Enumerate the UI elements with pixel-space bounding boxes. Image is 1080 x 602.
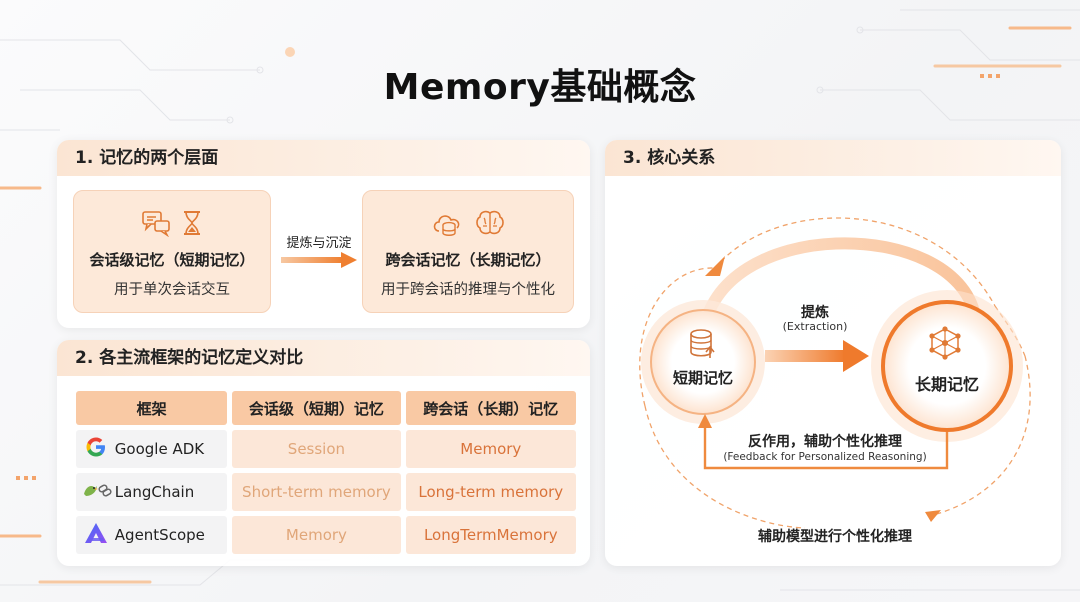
feedback-label: 反作用，辅助个性化推理 xyxy=(748,434,902,450)
distill-label: 提炼与沉淀 xyxy=(286,236,352,251)
feedback-sublabel: (Feedback for Personalized Reasoning) xyxy=(723,451,927,463)
framework-name: LangChain xyxy=(114,483,195,501)
panel-core-relationship: 3. 核心关系 xyxy=(605,140,1061,566)
brain-icon xyxy=(475,210,504,235)
panel-heading: 2. 各主流框架的记忆定义对比 xyxy=(57,340,590,376)
short-term-cell: Session xyxy=(232,430,401,468)
short-term-memory-desc: 用于单次会话交互 xyxy=(114,282,230,298)
database-upload-icon xyxy=(690,329,715,358)
table-row: AgentScope Memory LongTermMemory xyxy=(76,516,576,554)
right-arrow-icon xyxy=(281,252,357,268)
short-term-cell: Short-term memory xyxy=(232,473,401,511)
long-term-memory-title: 跨会话记忆（长期记忆） xyxy=(385,251,551,269)
table-row: Google ADK Session Memory xyxy=(76,430,576,468)
long-term-cell: Memory xyxy=(405,430,576,468)
long-term-memory-box: 跨会话记忆（长期记忆） 用于跨会话的推理与个性化 xyxy=(362,190,574,313)
framework-cell: LangChain xyxy=(76,473,228,511)
table-header-row: 框架 会话级（短期）记忆 跨会话（长期）记忆 xyxy=(76,391,576,425)
chat-bubbles-icon xyxy=(142,211,171,238)
framework-comparison-table: 框架 会话级（短期）记忆 跨会话（长期）记忆 Google ADK Sessio… xyxy=(71,386,581,559)
header-short-term: 会话级（短期）记忆 xyxy=(232,391,401,425)
cloud-database-icon xyxy=(434,215,460,236)
long-term-cell: Long-term memory xyxy=(405,473,576,511)
framework-cell: AgentScope xyxy=(76,516,228,554)
extraction-label: 提炼 xyxy=(801,305,829,321)
short-term-node-label: 短期记忆 xyxy=(672,369,733,387)
header-long-term: 跨会话（长期）记忆 xyxy=(405,391,576,425)
long-term-memory-desc: 用于跨会话的推理与个性化 xyxy=(381,282,555,298)
framework-name: AgentScope xyxy=(114,526,205,544)
framework-cell: Google ADK xyxy=(76,430,228,468)
agentscope-logo-icon xyxy=(85,523,107,543)
knowledge-graph-icon xyxy=(929,326,961,360)
short-term-memory-box: 会话级记忆（短期记忆） 用于单次会话交互 xyxy=(73,190,271,313)
framework-name: Google ADK xyxy=(114,440,205,458)
panel-heading: 3. 核心关系 xyxy=(605,140,1061,176)
table-row: LangChain Short-term memory Long-term me… xyxy=(76,473,576,511)
page-title: Memory基础概念 xyxy=(383,67,697,108)
extraction-sublabel: (Extraction) xyxy=(782,320,848,333)
short-term-memory-title: 会话级记忆（短期记忆） xyxy=(89,251,255,269)
panel-memory-layers: 1. 记忆的两个层面 会话级记忆（短期记忆） 用于单次会话交互 提炼与沉淀 xyxy=(57,140,590,328)
relationship-diagram xyxy=(639,217,1031,529)
panel-heading: 1. 记忆的两个层面 xyxy=(57,140,590,176)
short-term-cell: Memory xyxy=(232,516,401,554)
long-term-node-label: 长期记忆 xyxy=(914,375,979,394)
panel-framework-comparison: 2. 各主流框架的记忆定义对比 框架 会话级（短期）记忆 跨会话（长期）记忆 G… xyxy=(57,340,590,566)
google-logo-icon xyxy=(86,437,105,457)
header-framework: 框架 xyxy=(76,391,228,425)
parrot-chain-icon xyxy=(84,484,112,497)
hourglass-icon xyxy=(183,211,200,235)
long-term-cell: LongTermMemory xyxy=(405,516,576,554)
bottom-label: 辅助模型进行个性化推理 xyxy=(758,529,912,545)
